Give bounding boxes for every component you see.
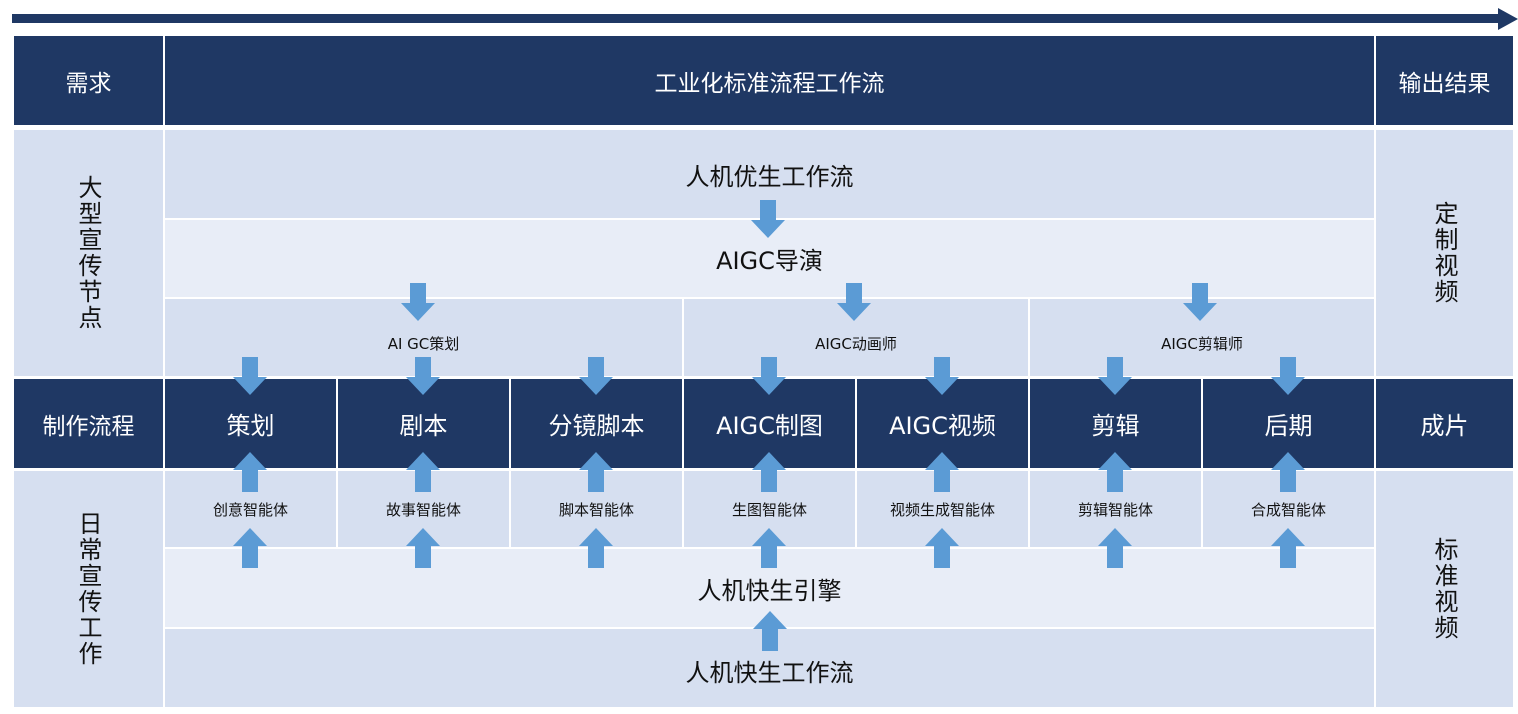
production-process-label: 制作流程 [14, 379, 163, 468]
up-arrow-icon [233, 452, 267, 492]
up-arrow-icon [925, 528, 959, 568]
up-arrow-icon [579, 528, 613, 568]
down-arrow-icon [233, 357, 267, 395]
down-arrow-icon [1271, 357, 1305, 395]
aigc-director: AIGC导演 [165, 220, 1374, 297]
up-arrow-icon [1098, 528, 1132, 568]
down-arrow-icon [1098, 357, 1132, 395]
up-arrow-icon [925, 452, 959, 492]
role-aigc-editor: AIGC剪辑师 [1030, 299, 1374, 376]
daily-campaign-label: 日常宣传工作 [14, 471, 163, 707]
up-arrow-icon [752, 452, 786, 492]
up-arrow-icon [752, 528, 786, 568]
large-campaign-label: 大型宣传节点 [14, 130, 163, 376]
standard-video-output: 标准视频 [1376, 471, 1513, 707]
down-arrow-icon [401, 283, 435, 321]
up-arrow-icon [406, 528, 440, 568]
down-arrow-icon [751, 200, 785, 238]
timeline-arrow [12, 8, 1518, 30]
role-label: AIGC动画师 [815, 335, 897, 353]
up-arrow-icon [753, 611, 787, 651]
up-arrow-icon [1271, 452, 1305, 492]
down-arrow-icon [925, 357, 959, 395]
down-arrow-icon [752, 357, 786, 395]
role-label: AI GC策划 [387, 335, 460, 353]
header-workflow: 工业化标准流程工作流 [165, 36, 1374, 125]
header-demand: 需求 [14, 36, 163, 125]
down-arrow-icon [579, 357, 613, 395]
down-arrow-icon [406, 357, 440, 395]
down-arrow-icon [1183, 283, 1217, 321]
custom-video-output: 定制视频 [1376, 130, 1513, 376]
up-arrow-icon [406, 452, 440, 492]
up-arrow-icon [579, 452, 613, 492]
up-arrow-icon [233, 528, 267, 568]
header-output: 输出结果 [1376, 36, 1513, 125]
agent-video-gen: 视频生成智能体 [857, 471, 1028, 547]
down-arrow-icon [837, 283, 871, 321]
final-film-output: 成片 [1376, 379, 1513, 468]
up-arrow-icon [1098, 452, 1132, 492]
up-arrow-icon [1271, 528, 1305, 568]
role-label: AIGC剪辑师 [1161, 335, 1243, 353]
